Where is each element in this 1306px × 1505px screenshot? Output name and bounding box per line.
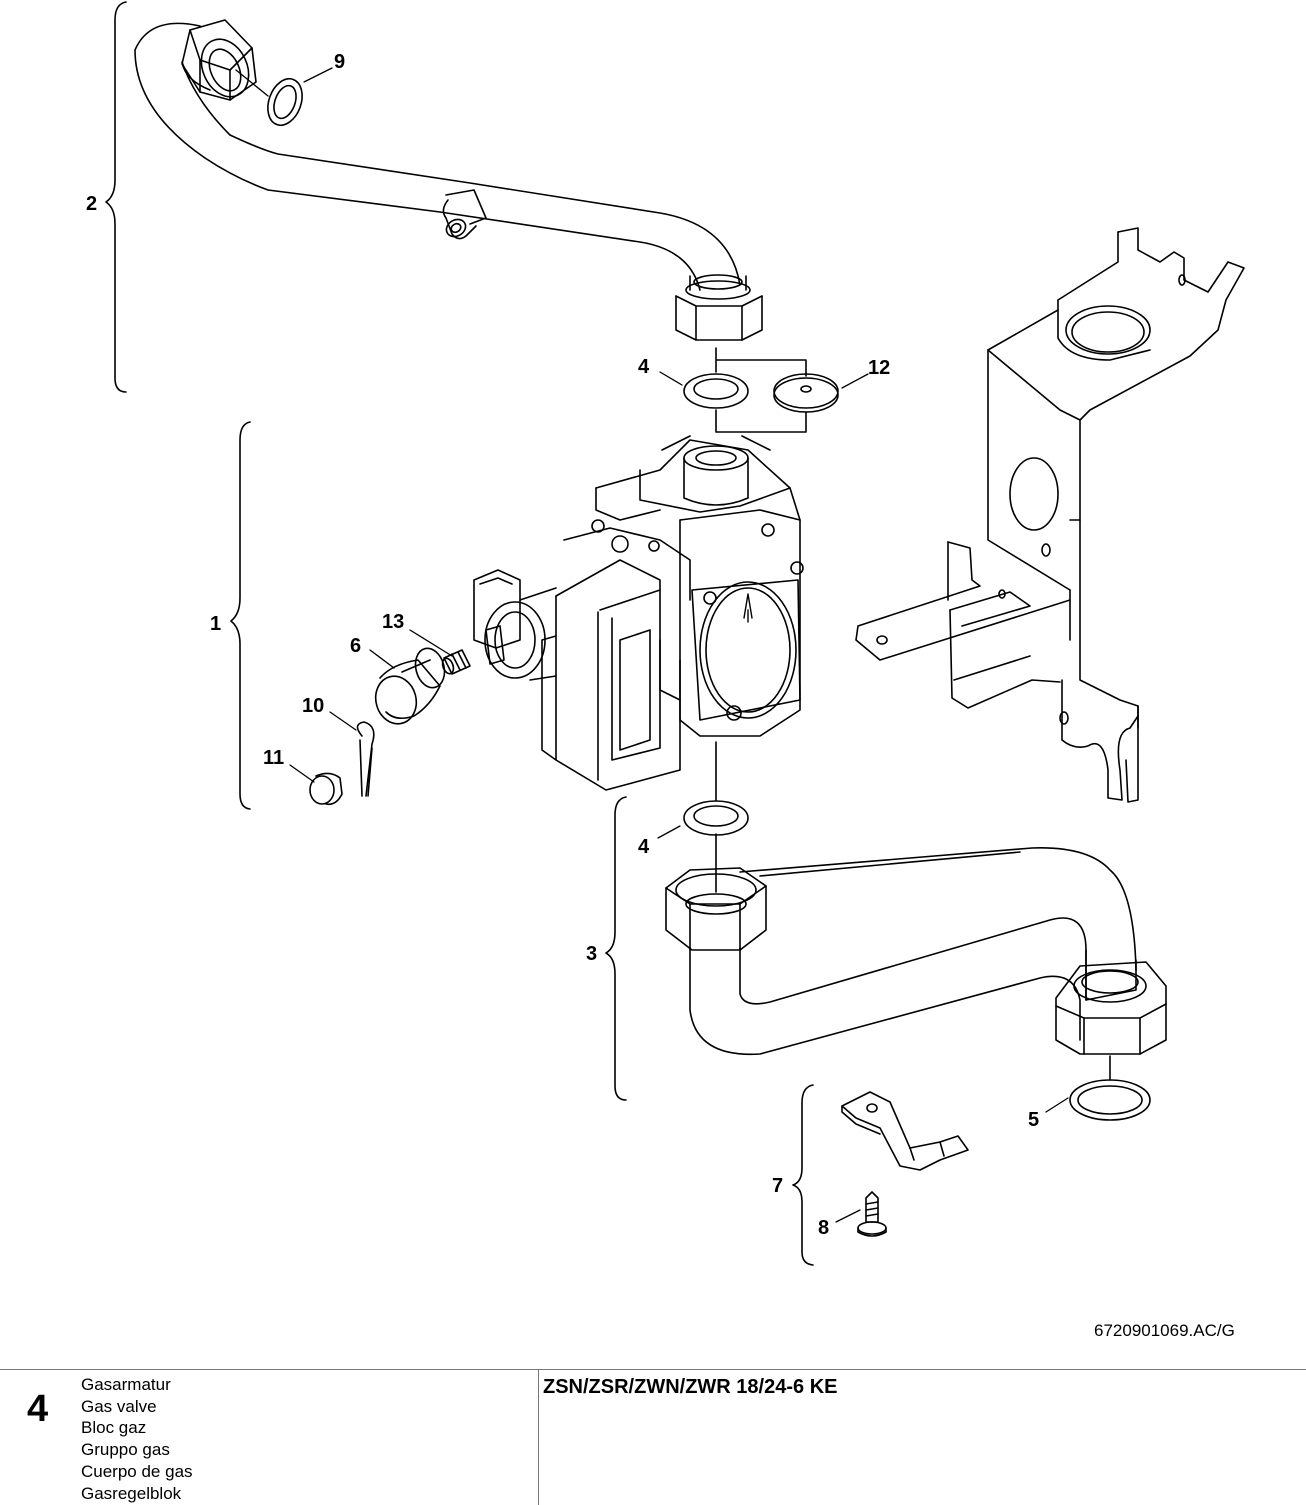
gas-pipe-upper bbox=[134, 19, 763, 341]
callout-10: 10 bbox=[302, 695, 324, 717]
callout-11: 11 bbox=[263, 747, 284, 769]
seal-ring-5 bbox=[1069, 1079, 1151, 1121]
part-name-en: Gas valve bbox=[81, 1396, 157, 1416]
footer-title-block: 4 Gasarmatur Gas valve Bloc gaz Gruppo g… bbox=[0, 1369, 1306, 1505]
callout-leaders bbox=[235, 67, 1069, 1223]
bracket-group-2 bbox=[105, 1, 127, 393]
callout-9: 9 bbox=[334, 51, 345, 73]
callout-12: 12 bbox=[868, 357, 890, 379]
callout-7: 7 bbox=[772, 1175, 783, 1197]
seal-ring-4-lower bbox=[683, 800, 749, 836]
callout-4-lower: 4 bbox=[638, 836, 650, 858]
callout-2: 2 bbox=[86, 193, 97, 215]
screw-8 bbox=[857, 1191, 887, 1237]
bracket-group-7 bbox=[792, 1084, 814, 1266]
page-number: 4 bbox=[27, 1388, 49, 1430]
pipe-branch-fitting bbox=[442, 189, 487, 240]
callout-5: 5 bbox=[1028, 1109, 1039, 1131]
union-nut-bottom bbox=[675, 274, 763, 341]
assembly-guide-lines-upper bbox=[715, 347, 807, 433]
seal-ring-9 bbox=[267, 77, 303, 127]
drawing-number: 6720901069.AC/G bbox=[1094, 1321, 1235, 1340]
part-name-fr: Bloc gaz bbox=[81, 1418, 147, 1438]
callout-1: 1 bbox=[210, 613, 221, 635]
model-designation: ZSN/ZSR/ZWN/ZWR 18/24-6 KE bbox=[543, 1376, 838, 1398]
mounting-bracket bbox=[855, 227, 1245, 803]
callout-6: 6 bbox=[350, 635, 361, 657]
callout-numbers: 1 2 3 4 4 5 6 7 8 9 10 11 12 13 bbox=[86, 51, 1039, 1239]
bracket-group-1 bbox=[230, 421, 251, 810]
part-name-nl: Gasregelblok bbox=[81, 1483, 182, 1503]
knob-cap-11 bbox=[309, 772, 343, 806]
callout-13: 13 bbox=[382, 611, 404, 633]
gas-valve bbox=[473, 435, 804, 791]
exploded-parts-diagram: 1 2 3 4 4 5 6 7 8 9 10 11 12 13 bbox=[86, 1, 1245, 1266]
union-nut-top bbox=[181, 19, 257, 101]
part-name-it: Gruppo gas bbox=[81, 1440, 170, 1460]
seal-ring-4-upper bbox=[683, 373, 749, 409]
callout-4-upper: 4 bbox=[638, 356, 650, 378]
cap-6 bbox=[374, 647, 446, 725]
part-name-es: Cuerpo de gas bbox=[81, 1461, 193, 1481]
footer-divider bbox=[538, 1370, 539, 1505]
restrictor-disc-12 bbox=[773, 373, 839, 413]
bracket-group-3 bbox=[605, 796, 627, 1101]
callout-8: 8 bbox=[818, 1217, 829, 1239]
gas-pipe-lower bbox=[665, 847, 1167, 1056]
lower-pipe-nut-right bbox=[1055, 961, 1167, 1055]
pipe-clamp-7 bbox=[841, 1091, 969, 1171]
split-pin-10 bbox=[356, 721, 375, 797]
part-name-translations: Gasarmatur Gas valve Bloc gaz Gruppo gas… bbox=[81, 1374, 193, 1504]
callout-3: 3 bbox=[586, 943, 597, 965]
test-nipple-13 bbox=[441, 649, 471, 675]
part-name-de: Gasarmatur bbox=[81, 1375, 171, 1394]
lower-pipe-nut-left bbox=[665, 867, 767, 951]
